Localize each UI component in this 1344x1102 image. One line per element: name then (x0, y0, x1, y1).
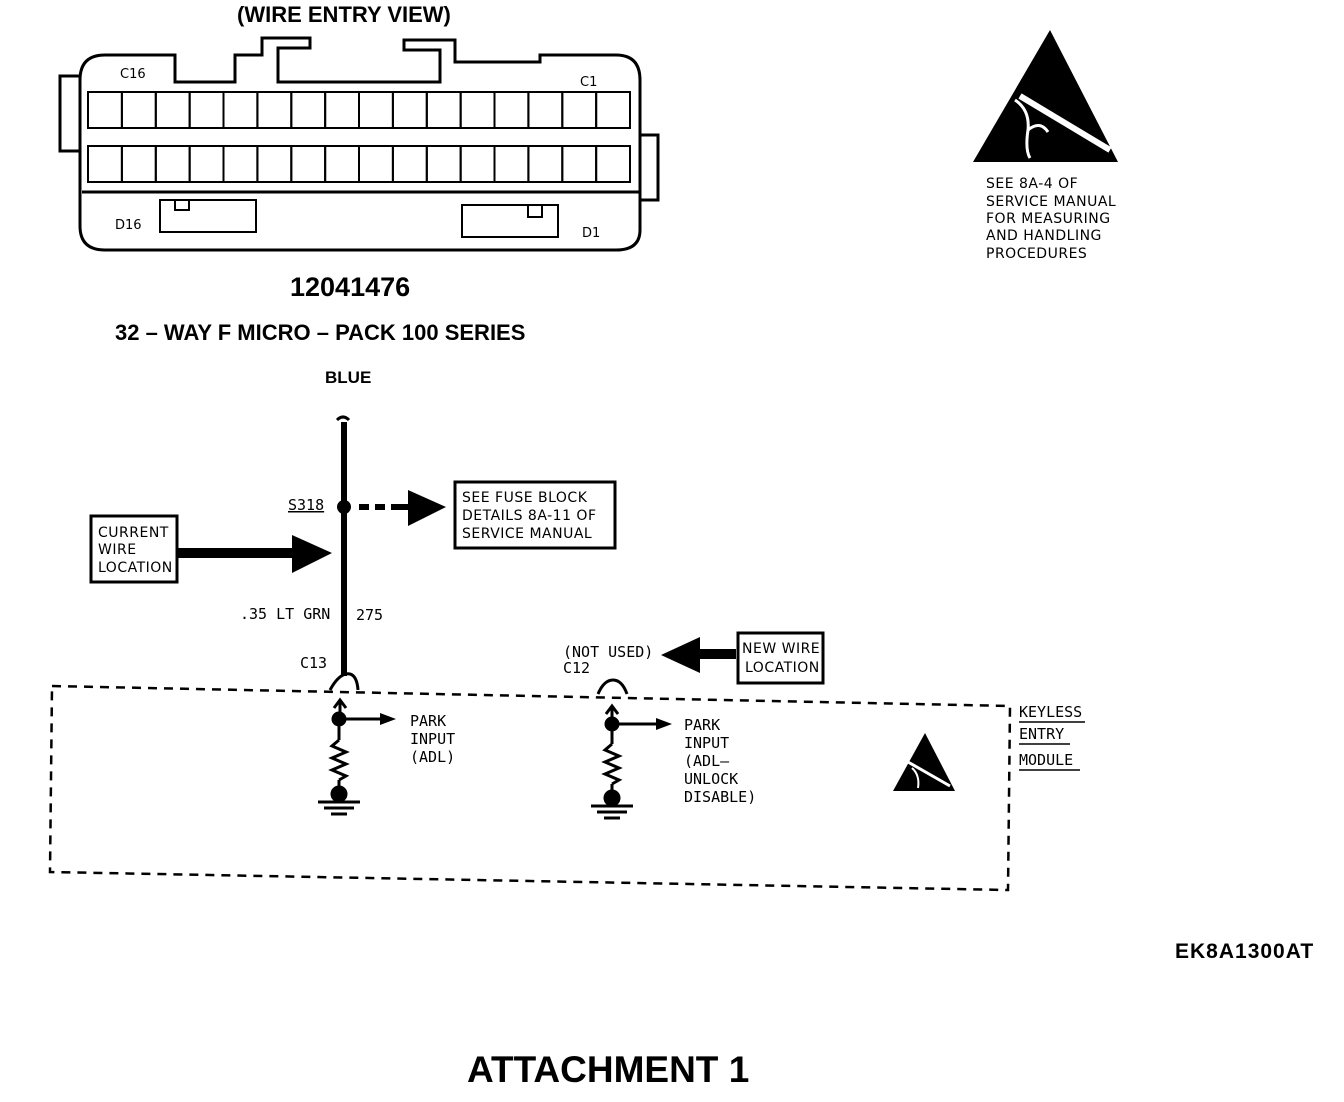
splice-label: S318 (288, 496, 324, 514)
connector-cavity (493, 91, 530, 129)
connector-cavity (425, 145, 462, 183)
connector-cavity (154, 91, 191, 129)
esd-note-line-4: AND HANDLING (986, 228, 1102, 244)
esd-note-line-3: FOR MEASURING (986, 211, 1111, 227)
connector-cavity (120, 145, 157, 183)
current-location-line-3: LOCATION (98, 560, 173, 576)
new-location-arrow-head (661, 637, 700, 673)
new-location-box (736, 631, 825, 685)
fuse-note-line-3: SERVICE MANUAL (462, 526, 592, 542)
park-input-2-line-5: DISABLE) (684, 788, 756, 806)
pin-c13-label: C13 (300, 654, 327, 672)
new-location-line-1: NEW WIRE (742, 641, 820, 657)
park-input-circuit-1 (318, 711, 382, 816)
connector-cavity (222, 91, 259, 129)
c12-terminal (596, 678, 629, 722)
park-input-1-line-3: (ADL) (410, 748, 455, 766)
park-input-arrow-1 (380, 713, 396, 725)
current-location-line-2: WIRE (98, 542, 137, 558)
fuse-note-line-2: DETAILS 8A-11 OF (462, 508, 597, 524)
current-location-line-1: CURRENT (98, 525, 169, 541)
pin-c16-label: C16 (120, 67, 146, 82)
fuse-note-box (453, 480, 617, 550)
park-input-arrow-2 (656, 718, 672, 730)
esd-note-line-2: SERVICE MANUAL (986, 194, 1116, 210)
current-location-arrow-shaft (178, 548, 294, 558)
park-input-1-line-1: PARK (410, 712, 446, 730)
connector-cavity (154, 145, 191, 183)
connector-cavity (87, 145, 123, 183)
connector-cavity (595, 145, 631, 183)
module-name-line-3: MODULE (1019, 751, 1073, 769)
esd-note-line-1: SEE 8A-4 OF (986, 176, 1078, 192)
connector-cavity (324, 91, 361, 129)
cavity-row-bottom (87, 145, 631, 183)
wire-entry-view-label: (WIRE ENTRY VIEW) (237, 2, 451, 27)
not-used-label: (NOT USED) (563, 643, 653, 661)
connector-cavity (391, 91, 428, 129)
park-input-2-line-1: PARK (684, 716, 720, 734)
pin-c12-label: C12 (563, 659, 590, 677)
splice-dot (337, 500, 351, 514)
c13-terminal (328, 672, 360, 720)
pin-d16-label: D16 (115, 218, 142, 233)
connector-cavity (222, 145, 259, 183)
connector-cavity (459, 91, 496, 129)
circuit-number: 275 (356, 606, 383, 624)
connector-color: BLUE (325, 368, 371, 387)
connector-cavity (324, 145, 361, 183)
connector-cavity (493, 145, 530, 183)
pin-c1-label: C1 (580, 75, 597, 90)
connector-drawing: (WIRE ENTRY VIEW) (58, 2, 660, 252)
connector-cavity (290, 145, 327, 183)
esd-warning-symbol (973, 30, 1118, 162)
module-name-line-2: ENTRY (1019, 725, 1064, 743)
wire-size-color: .35 LT GRN (240, 605, 330, 623)
connector-cavity (87, 91, 123, 129)
new-location-arrow-shaft (698, 649, 736, 659)
module-name-line-1: KEYLESS (1019, 703, 1082, 721)
connector-cavity (425, 91, 462, 129)
connector-cavity (188, 145, 225, 183)
fuse-note-line-1: SEE FUSE BLOCK (462, 490, 588, 506)
figure-code: EK8A1300AT (1175, 940, 1314, 963)
connector-cavity (290, 91, 327, 129)
connector-cavity (358, 145, 394, 183)
connector-cavity (527, 91, 564, 129)
new-location-line-2: LOCATION (745, 660, 820, 676)
connector-description: 32 – WAY F MICRO – PACK 100 SERIES (115, 320, 525, 345)
connector-cavity (561, 145, 598, 183)
current-location-box (89, 514, 179, 584)
park-input-2-line-2: INPUT (684, 734, 729, 752)
main-wire (335, 415, 351, 676)
park-input-circuit-2 (591, 716, 656, 820)
fuse-block-arrow (408, 490, 446, 526)
connector-cavity (256, 145, 293, 183)
park-input-2-line-4: UNLOCK (684, 770, 738, 788)
module-boundary (48, 684, 1012, 892)
connector-cavity (527, 145, 564, 183)
connector-cavity (595, 91, 631, 129)
connector-cavity (120, 91, 157, 129)
connector-cavity (561, 91, 598, 129)
connector-cavity (188, 91, 225, 129)
esd-warning-symbol-small (893, 733, 955, 791)
connector-cavity (459, 145, 496, 183)
esd-note-line-5: PROCEDURES (986, 246, 1087, 262)
connector-cavity (358, 91, 394, 129)
connector-cavity (256, 91, 293, 129)
pin-d1-label: D1 (582, 226, 600, 241)
connector-cavity (391, 145, 428, 183)
part-number: 12041476 (290, 272, 410, 302)
splice-dashed-lead (359, 504, 411, 510)
park-input-2-line-3: (ADL– (684, 752, 730, 770)
cavity-row-top (87, 91, 631, 129)
park-input-1-line-2: INPUT (410, 730, 455, 748)
current-location-arrow-head (292, 535, 332, 573)
attachment-title: ATTACHMENT 1 (467, 1049, 749, 1090)
